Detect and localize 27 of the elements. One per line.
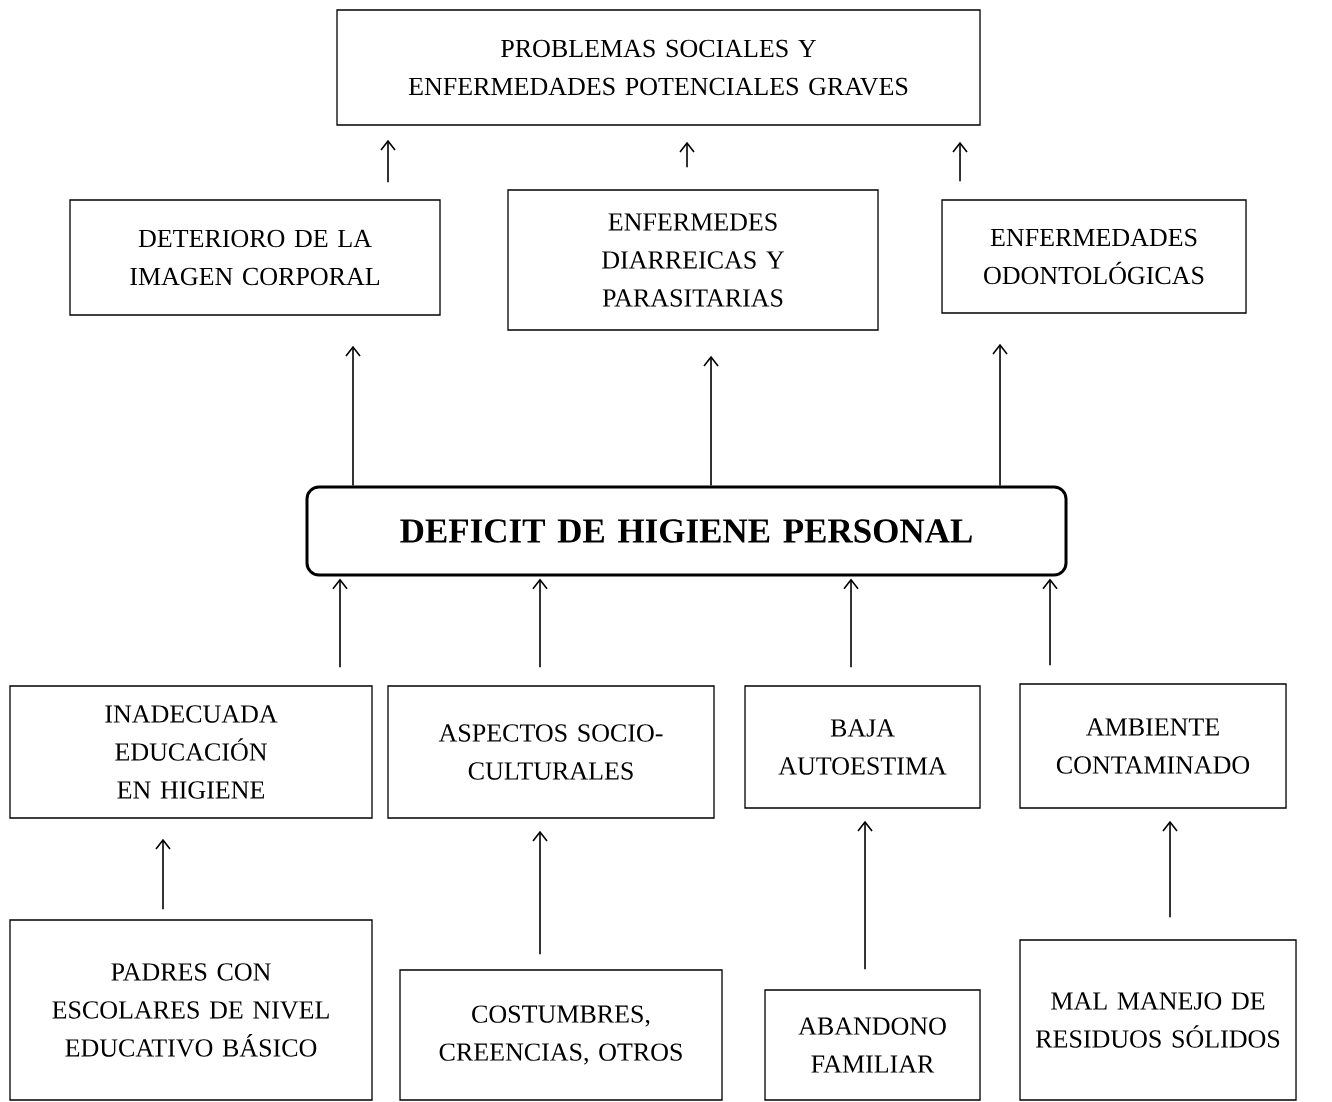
arrow [532,830,548,956]
arrow [155,838,171,911]
arrow [679,141,695,169]
cause-effect-box: ENFERMEDES DIARREICAS Y PARASITARIAS [507,189,879,331]
arrow [345,345,361,487]
arrow [1162,820,1178,919]
arrow [532,578,548,669]
cause-effect-box: BAJA AUTOESTIMA [744,685,981,809]
cause-effect-box: ABANDONO FAMILIAR [764,989,981,1101]
cause-effect-box: DETERIORO DE LA IMAGEN CORPORAL [69,199,441,316]
cause-effect-box: AMBIENTE CONTAMINADO [1019,683,1287,809]
arrow [857,820,873,971]
arrow [332,578,348,669]
cause-effect-box: MAL MANEJO DE RESIDUOS SÓLIDOS [1019,939,1297,1101]
arrow [703,355,719,487]
arrow [843,578,859,669]
arrow [992,343,1008,487]
cause-effect-box: ENFERMEDADES ODONTOLÓGICAS [941,199,1247,314]
cause-effect-box: COSTUMBRES, CREENCIAS, OTROS [399,969,723,1101]
core-problem-box: DEFICIT DE HIGIENE PERSONAL [305,485,1068,577]
arrow [380,139,396,184]
cause-effect-box: INADECUADA EDUCACIÓN EN HIGIENE [9,685,373,819]
cause-effect-box: PROBLEMAS SOCIALES Y ENFERMEDADES POTENCIALES GRAVES [336,9,981,126]
arrow [952,141,968,183]
arrow [1042,578,1058,667]
cause-effect-box: PADRES CON ESCOLARES DE NIVEL EDUCATIVO BÁSICO [9,919,373,1101]
cause-effect-box: ASPECTOS SOCIO-CULTURALES [387,685,715,819]
